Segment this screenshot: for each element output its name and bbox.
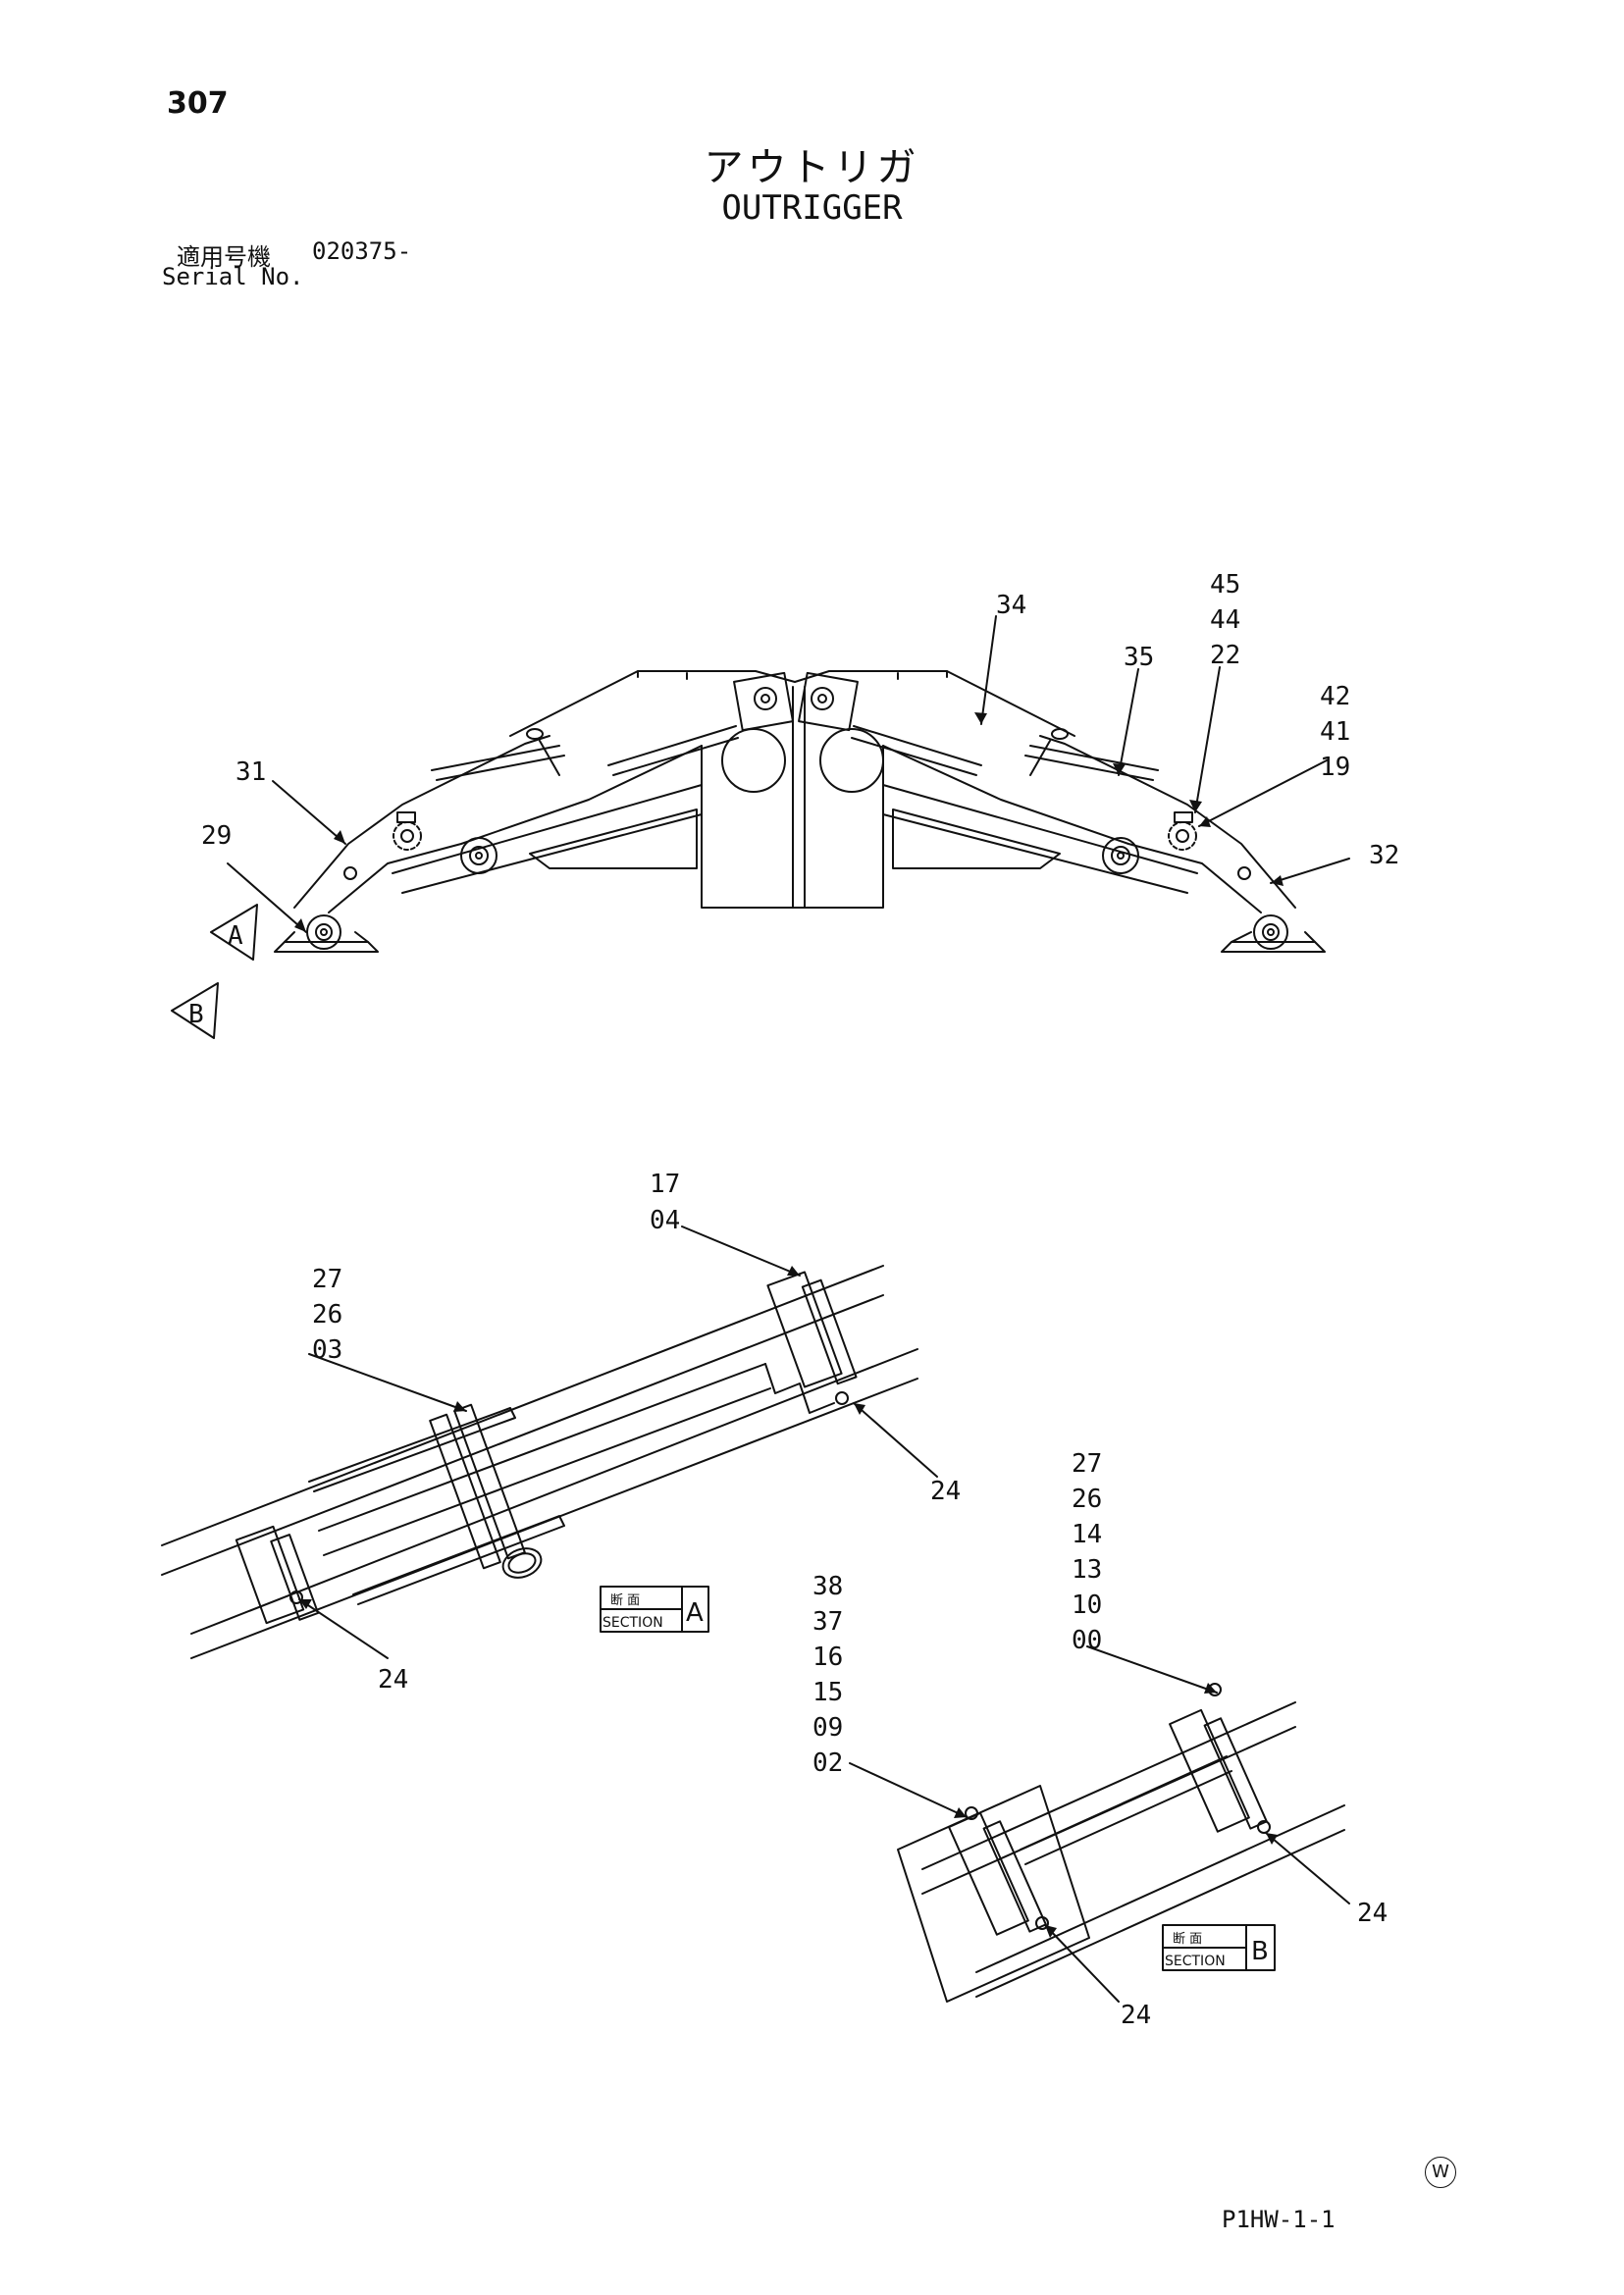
callout-10: 10 bbox=[1072, 1591, 1102, 1620]
page-title-japanese: アウトリガ bbox=[704, 145, 920, 190]
section-b-label-english: SECTION bbox=[1165, 1954, 1226, 1969]
callout-29: 29 bbox=[201, 821, 232, 851]
callout-14: 14 bbox=[1072, 1520, 1102, 1549]
callout-02: 02 bbox=[812, 1748, 843, 1778]
callout-19: 19 bbox=[1320, 753, 1350, 782]
view-b-marker-outline bbox=[171, 982, 219, 1039]
section-a-detail bbox=[161, 1265, 918, 1659]
section-b-letter: B bbox=[1251, 1937, 1269, 1966]
serial-label-japanese: 適用号機 bbox=[177, 243, 271, 271]
callout-26: 26 bbox=[312, 1300, 342, 1330]
view-b-marker-letter: B bbox=[188, 1000, 204, 1029]
callout-38: 38 bbox=[812, 1572, 843, 1601]
page-number: 307 bbox=[167, 86, 229, 121]
view-a-marker-letter: A bbox=[228, 921, 243, 951]
callout-32: 32 bbox=[1369, 841, 1399, 870]
callout-27-b: 27 bbox=[1072, 1449, 1102, 1479]
callout-44: 44 bbox=[1210, 605, 1240, 635]
callout-37: 37 bbox=[812, 1607, 843, 1637]
callout-26-b: 26 bbox=[1072, 1485, 1102, 1514]
section-a-letter: A bbox=[686, 1598, 704, 1628]
serial-label-english: Serial No. bbox=[162, 263, 304, 290]
section-b-label-japanese: 断 面 bbox=[1173, 1932, 1202, 1947]
callout-31: 31 bbox=[236, 757, 266, 787]
section-a-label-japanese: 断 面 bbox=[610, 1593, 640, 1608]
section-a-label-english: SECTION bbox=[602, 1615, 663, 1631]
outrigger-assembly bbox=[274, 670, 1326, 953]
callout-24-section-b-bottom: 24 bbox=[1121, 2001, 1151, 2030]
w-circle-mark: W bbox=[1425, 2157, 1456, 2188]
callout-24-section-a-left: 24 bbox=[378, 1665, 408, 1695]
callout-24-section-b-right: 24 bbox=[1357, 1899, 1388, 1928]
page-title-english: OUTRIGGER bbox=[721, 188, 903, 228]
callout-27: 27 bbox=[312, 1265, 342, 1294]
section-b-detail bbox=[897, 1683, 1345, 2003]
callout-04: 04 bbox=[650, 1206, 680, 1235]
footer-drawing-code: P1HW-1-1 bbox=[1222, 2206, 1336, 2233]
callout-35: 35 bbox=[1124, 643, 1154, 672]
callout-00: 00 bbox=[1072, 1626, 1102, 1655]
callout-34: 34 bbox=[996, 591, 1026, 620]
callout-15: 15 bbox=[812, 1678, 843, 1707]
callout-22: 22 bbox=[1210, 641, 1240, 670]
callout-03: 03 bbox=[312, 1335, 342, 1365]
view-a-marker-outline bbox=[210, 904, 258, 961]
callout-13: 13 bbox=[1072, 1555, 1102, 1585]
callout-16: 16 bbox=[812, 1643, 843, 1672]
callout-09: 09 bbox=[812, 1713, 843, 1743]
callout-17: 17 bbox=[650, 1170, 680, 1199]
callout-42: 42 bbox=[1320, 682, 1350, 711]
callout-41: 41 bbox=[1320, 717, 1350, 747]
callout-24-section-a-right: 24 bbox=[930, 1477, 961, 1506]
serial-number-value: 020375- bbox=[312, 237, 412, 265]
callout-45: 45 bbox=[1210, 570, 1240, 600]
